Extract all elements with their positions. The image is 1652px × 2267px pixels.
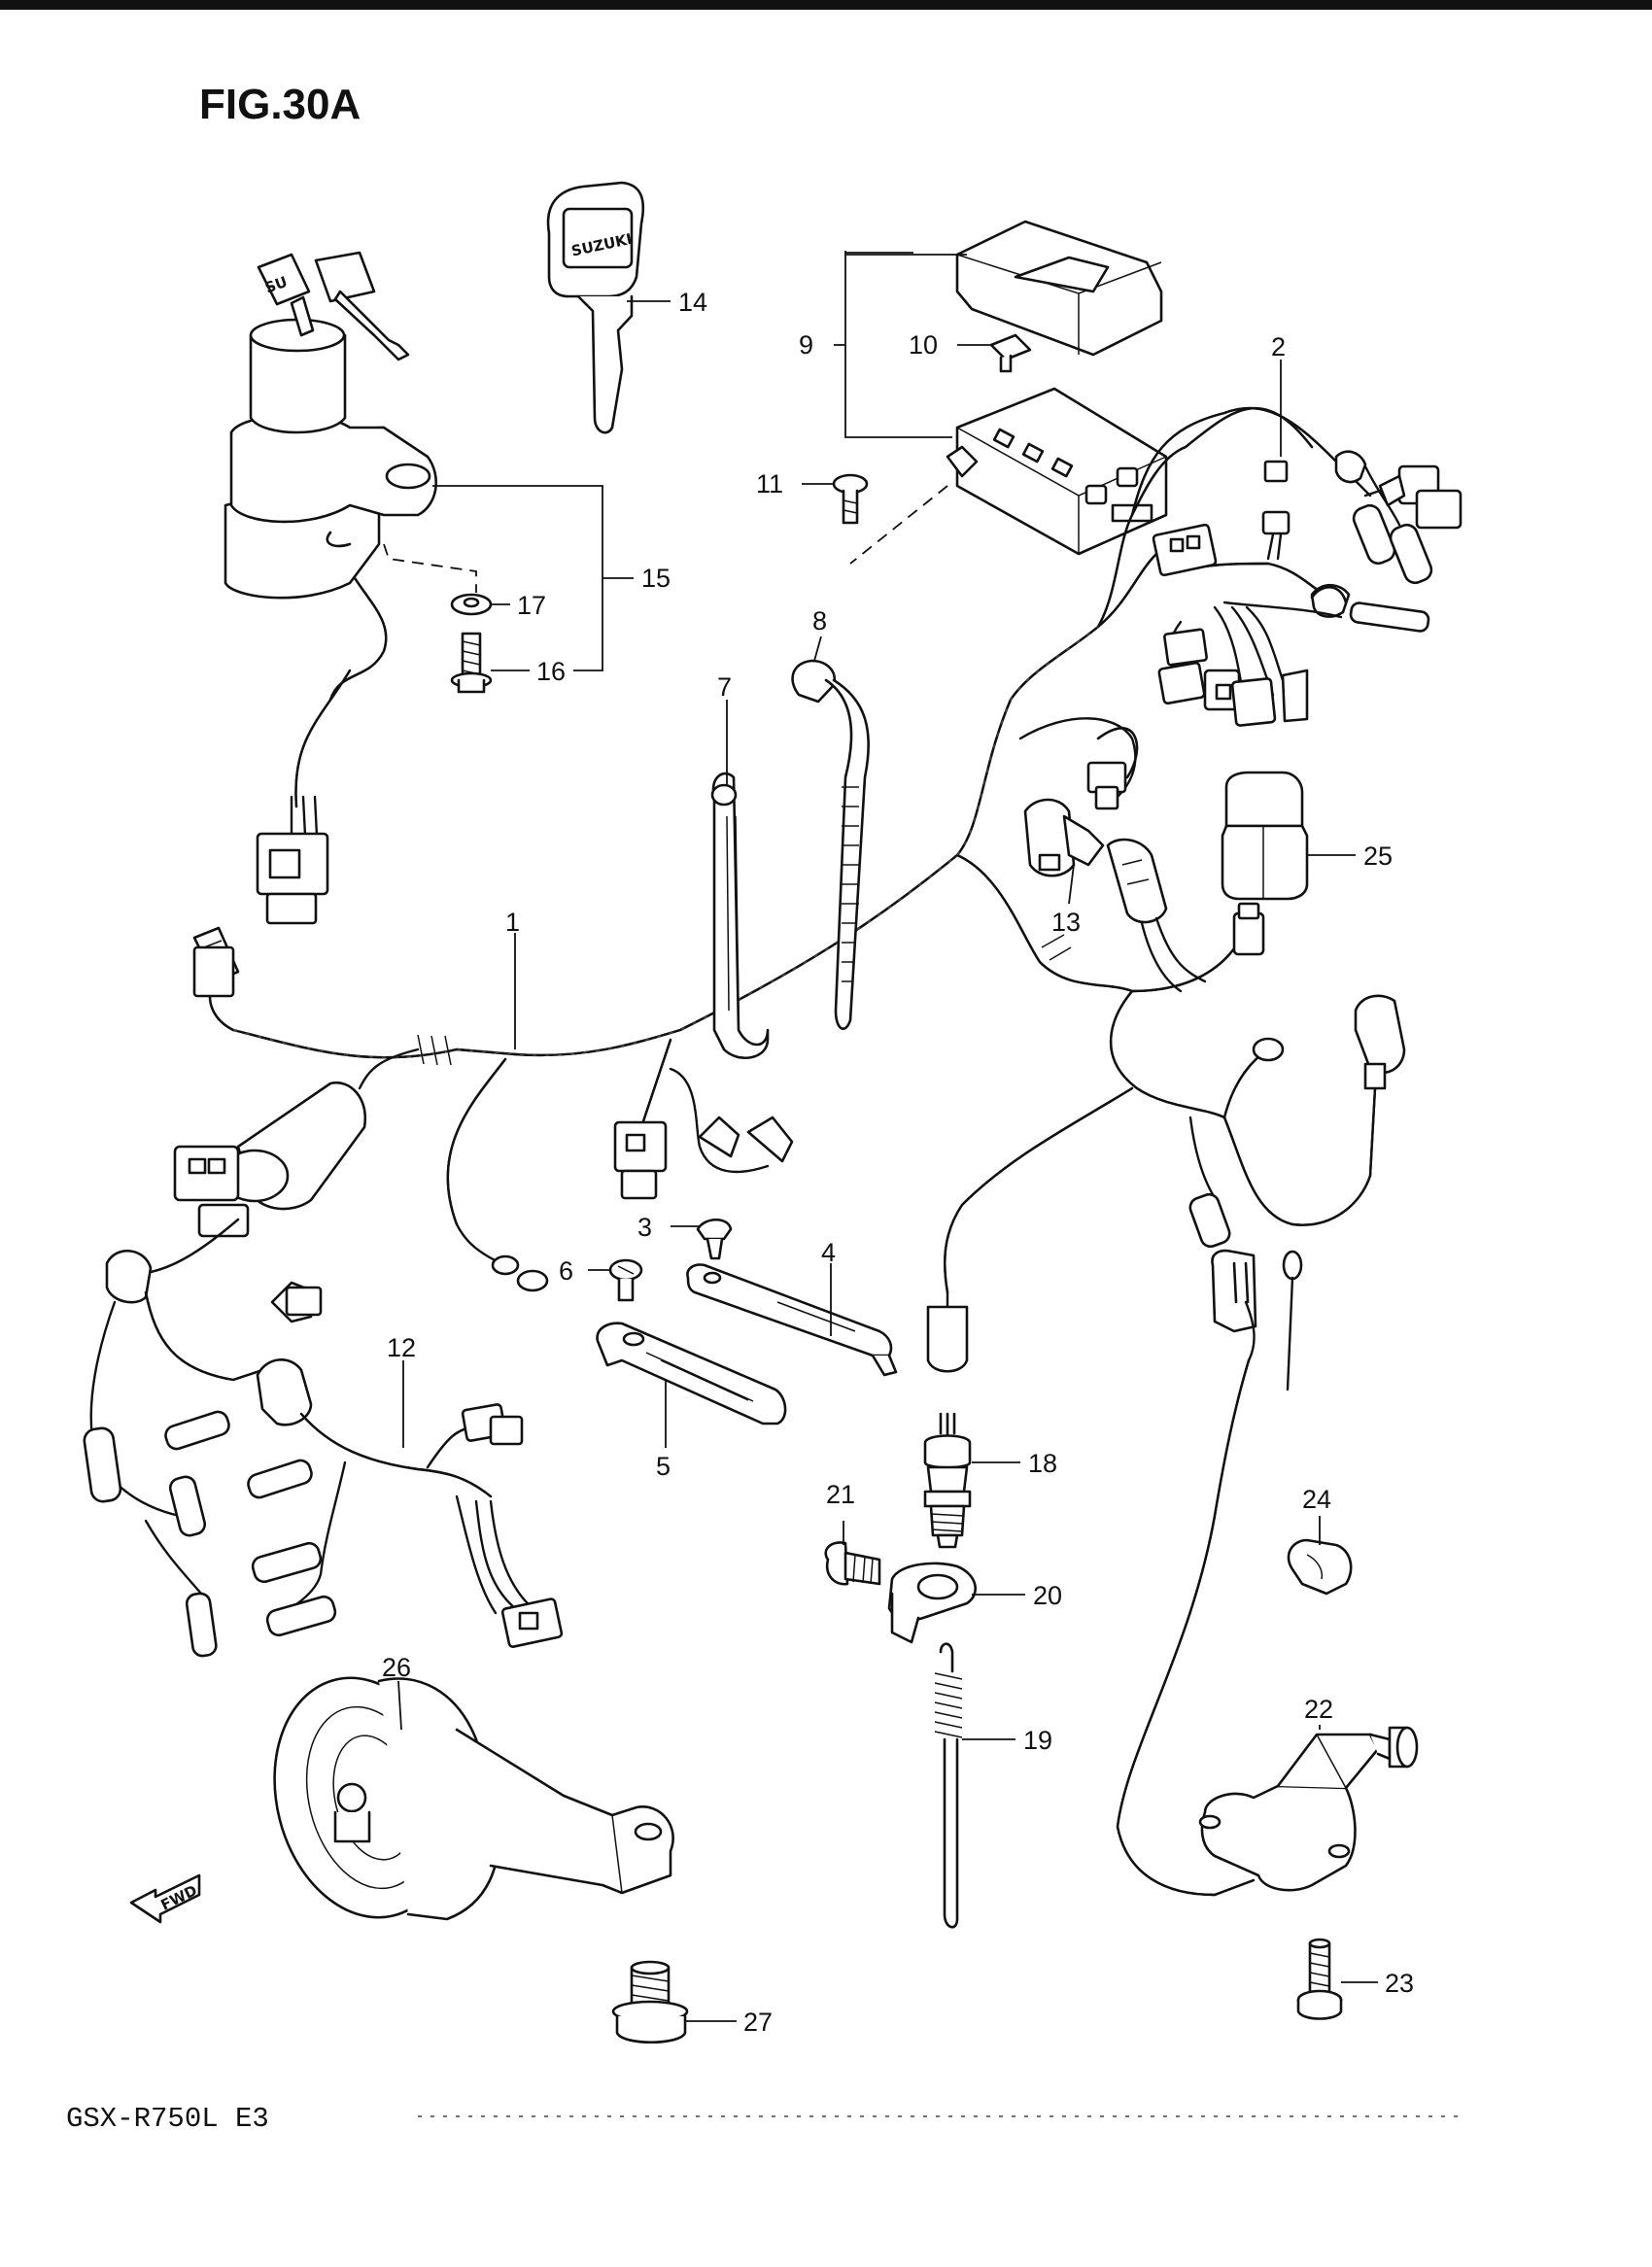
connector-2[interactable] xyxy=(1261,460,1291,561)
switch-22[interactable] xyxy=(1116,1249,1419,1897)
fuse-box-body[interactable] xyxy=(946,387,1168,556)
callout-1: 1 xyxy=(505,908,520,937)
callout-6: 6 xyxy=(559,1256,573,1286)
fuse-box-cover[interactable] xyxy=(955,220,1163,357)
callout-15: 15 xyxy=(641,564,671,593)
callout-numbers: 1 2 3 4 5 6 7 8 9 10 11 12 13 14 15 16 1… xyxy=(382,288,1414,2037)
bracket-20[interactable] xyxy=(887,1562,977,1644)
dashed-guide-17 xyxy=(383,543,477,593)
callout-3: 3 xyxy=(637,1213,652,1242)
relay-25[interactable] xyxy=(1221,771,1309,956)
ground-lead-left[interactable] xyxy=(455,1222,549,1292)
washer-17[interactable] xyxy=(450,593,493,616)
callout-23: 23 xyxy=(1385,1969,1414,1998)
top-left-connector[interactable] xyxy=(192,945,235,998)
battery-lead[interactable] xyxy=(1187,994,1406,1250)
switch-18[interactable] xyxy=(923,1290,972,1549)
clip-3[interactable] xyxy=(696,1218,733,1260)
forward-arrow-icon: FWD xyxy=(129,1873,201,1924)
callout-7: 7 xyxy=(717,672,732,702)
clamp-band-7[interactable] xyxy=(710,772,770,1059)
clamp-24[interactable] xyxy=(1287,1538,1353,1596)
callout-19: 19 xyxy=(1023,1726,1052,1755)
ignition-switch-assembly[interactable]: SU xyxy=(224,251,437,925)
callout-18: 18 xyxy=(1028,1449,1057,1478)
callout-17: 17 xyxy=(517,591,546,620)
callout-21: 21 xyxy=(826,1480,855,1509)
sub-harness-12[interactable] xyxy=(83,1218,564,1658)
harness-tape xyxy=(417,934,1072,1066)
callout-26: 26 xyxy=(382,1653,411,1682)
key-blank-14[interactable]: SUZUKI xyxy=(546,181,645,434)
leader-lines xyxy=(397,251,1378,2022)
rear-connector-cluster[interactable] xyxy=(1329,450,1463,586)
sensor-connector-mid[interactable] xyxy=(613,1067,794,1200)
clamp-tie-8[interactable] xyxy=(791,659,870,1031)
spring-19[interactable] xyxy=(934,1642,963,1929)
bolt-21[interactable] xyxy=(824,1541,881,1586)
bolt-27[interactable] xyxy=(611,1960,689,2044)
callout-12: 12 xyxy=(387,1333,416,1362)
callout-5: 5 xyxy=(656,1452,671,1481)
callout-4: 4 xyxy=(821,1238,836,1267)
screw-23[interactable] xyxy=(1296,1938,1343,2020)
callout-16: 16 xyxy=(536,657,566,686)
callout-22: 22 xyxy=(1304,1695,1333,1724)
model-code: GSX-R750L E3 xyxy=(66,2103,269,2135)
callout-11: 11 xyxy=(756,469,783,498)
bracket-5[interactable] xyxy=(596,1322,787,1425)
screw-11[interactable] xyxy=(832,473,869,525)
horn-26[interactable] xyxy=(250,1659,674,1937)
callout-24: 24 xyxy=(1302,1485,1331,1514)
callout-8: 8 xyxy=(812,606,827,635)
callout-25: 25 xyxy=(1363,842,1393,871)
bolt-16[interactable] xyxy=(450,632,493,694)
left-connector-cluster[interactable] xyxy=(173,926,420,1238)
dashed-guide-11 xyxy=(849,485,948,565)
figure-title: FIG.30A xyxy=(199,81,361,128)
fuse-10[interactable] xyxy=(989,333,1032,373)
callout-10: 10 xyxy=(909,330,938,360)
callout-27: 27 xyxy=(743,2008,773,2037)
connector-13[interactable] xyxy=(1018,717,1207,993)
callout-20: 20 xyxy=(1033,1581,1062,1610)
callout-9: 9 xyxy=(799,330,813,360)
screw-6[interactable] xyxy=(608,1258,643,1302)
harness-connectors-right[interactable] xyxy=(1152,523,1430,727)
bracket-4[interactable] xyxy=(686,1263,898,1377)
callout-14: 14 xyxy=(678,288,707,317)
callout-2: 2 xyxy=(1271,332,1286,361)
callout-13: 13 xyxy=(1051,908,1081,937)
top-border xyxy=(0,0,1652,10)
